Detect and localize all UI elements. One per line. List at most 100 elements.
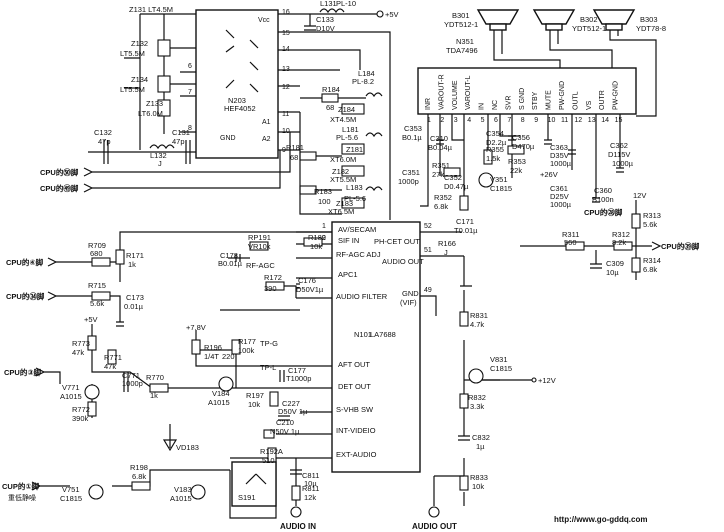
b303-ref: B303 <box>640 15 658 24</box>
r189-value: 10k <box>310 242 322 251</box>
c173-label: C173 <box>126 293 144 302</box>
v771-label: V771 <box>62 383 80 392</box>
n351-pin-number: 11 <box>561 117 568 124</box>
b301-ref: B301 <box>452 11 470 20</box>
speaker-b302-icon <box>532 9 576 31</box>
plus78v-label: +7.8V <box>186 323 206 332</box>
l183-value: PL-5.6 <box>344 194 366 203</box>
r314-value: 6.8k <box>643 265 657 274</box>
r192a-label: R192A <box>260 447 283 456</box>
n351-pin-label: VAROUT-R <box>438 74 445 110</box>
n101-pin-extaudio: EXT-AUDIO <box>336 450 377 459</box>
c210-value: N50V 1µ <box>270 427 300 436</box>
r772-value: 390k <box>72 414 89 423</box>
v184-label: V184 <box>212 389 230 398</box>
r355-value: 1.5k <box>486 154 500 163</box>
l184-label: L184 <box>358 69 375 78</box>
r198-value: 6.8k <box>132 472 146 481</box>
n351-pin-label: MUTE <box>546 90 553 110</box>
l131-label: L131 <box>320 0 337 8</box>
r177-label: R177 <box>238 337 256 346</box>
n203-vcc: Vcc <box>258 17 270 24</box>
n351-pin-number: 14 <box>601 117 609 124</box>
rf-agc-label: RF-AGC <box>246 261 275 270</box>
c178-label: C178 <box>220 251 238 260</box>
l132-label: L132 <box>150 151 167 160</box>
c177-value: T1000p <box>286 374 311 383</box>
c227-value: D50V 1µ <box>278 407 308 416</box>
mute-section: C210 N50V 1µ R192A 510 VD183 R198 6.8k C… <box>2 418 464 519</box>
n203-pin16: 16 <box>282 9 290 16</box>
watermark: http://www.go-gddq.com <box>554 515 647 524</box>
n101-pin52: 52 <box>424 223 432 230</box>
c363-label: C363 <box>550 143 568 152</box>
r183-value: 100 <box>318 197 331 206</box>
rf-agc-network: RP191 VR10k R189 10k C178 B0.01µ RF-AGC … <box>218 233 326 311</box>
cpu-inputs-left: R709 680 CPU的④脚 R171 1k R715 5.6k CPU的㉞脚… <box>6 231 332 327</box>
c354-label: C354 <box>486 129 504 138</box>
c362-value: D115V <box>608 150 630 159</box>
r181-label: R181 <box>286 143 304 152</box>
n101-pin-audioout: AUDIO OUT <box>382 257 424 266</box>
r832-value: 3.3k <box>470 402 484 411</box>
c361-cap: 1000µ <box>550 200 572 209</box>
c353-value: B0.1µ <box>402 133 422 142</box>
vd183-label: VD183 <box>176 443 199 452</box>
c176-label: C176 <box>298 276 316 285</box>
speaker-b301-icon <box>476 9 520 31</box>
n351-ref: N351 <box>456 37 474 46</box>
mute-note: 重低静噪 <box>8 493 36 502</box>
r196-watt: 220 <box>222 352 235 361</box>
r184-value: 68 <box>326 103 334 112</box>
v831-value: C1815 <box>490 364 512 373</box>
r181-value: 68 <box>290 153 298 162</box>
n351-pin-number: 3 <box>454 117 458 124</box>
plus26v-label: +26V <box>540 170 558 179</box>
r171-label: R171 <box>126 251 144 260</box>
r184-label: R184 <box>322 85 340 94</box>
z134-label: Z134 <box>131 75 148 84</box>
r353-label: R353 <box>508 157 526 166</box>
z133-label: Z133 <box>146 99 163 108</box>
z132-value: LT5.5M <box>120 49 145 58</box>
r314-label: R314 <box>643 256 661 265</box>
c832-label: C832 <box>472 433 490 442</box>
c353-label: C353 <box>404 124 422 133</box>
c173-value: 0.01µ <box>124 302 144 311</box>
c351-label: C351 <box>402 168 420 177</box>
n203-pin11: 11 <box>282 111 289 118</box>
r172-value: 390 <box>264 284 277 293</box>
z182-label: Z182 <box>332 167 349 176</box>
r770-label: R770 <box>146 373 164 382</box>
z131-label: Z131 LT4.5M <box>129 5 173 14</box>
r715-label: R715 <box>88 281 106 290</box>
r770-value: 1k <box>150 391 158 400</box>
c310-value: B0.04µ <box>428 143 453 152</box>
c131-label: C131 <box>172 128 190 137</box>
rp191-label: RP191 <box>248 233 271 242</box>
l183-label: L183 <box>346 183 363 192</box>
l132-value: J <box>158 159 162 168</box>
n351-pin-labels: INR1VAROUT-R2VOLUME3VAROUT-L4IN5NC6SVR7S… <box>425 74 622 124</box>
r189-label: R189 <box>308 233 326 242</box>
audio-out-buffer: R831 4.7k V831 C1815 +12V R832 3.3k C832… <box>458 290 556 506</box>
r198-label: R198 <box>130 463 148 472</box>
n351-pin-label: VS <box>586 100 593 110</box>
r355-label: R355 <box>486 145 504 154</box>
c354-value: D2.2µ <box>486 138 507 147</box>
v351-label: V351 <box>490 175 508 184</box>
n351-pin-number: 9 <box>534 117 538 124</box>
r196-label: R196 <box>204 343 222 352</box>
n101-pin-apc1: APC1 <box>338 270 358 279</box>
n351-part: TDA7496 <box>446 46 478 55</box>
c361-label: C361 <box>550 184 568 193</box>
c309-value: 10µ <box>606 268 619 277</box>
cpu39-label: CPU的㊴脚 <box>661 241 700 251</box>
n351-pin-number: 4 <box>467 117 471 124</box>
c171-value: T0.01µ <box>454 226 478 235</box>
n351-pin-label: NC <box>492 100 499 110</box>
footer: AUDIO IN AUDIO OUT http://www.go-gddq.co… <box>280 515 647 531</box>
n101-pin1: 1 <box>322 223 326 230</box>
b303-part: YDT78-8 <box>636 24 666 33</box>
r172-label: R172 <box>264 273 282 282</box>
